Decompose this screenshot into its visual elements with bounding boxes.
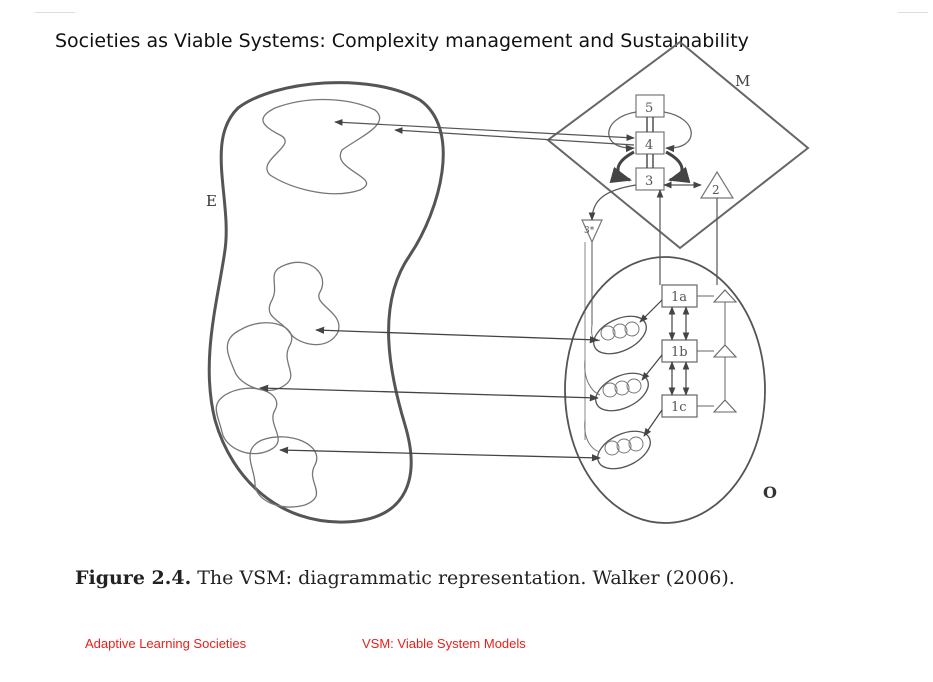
unit-1b-label: 1b [671,345,688,360]
operations-label: O [763,483,777,502]
top-divider-right [898,12,928,13]
operation-ellipse-a [593,315,647,355]
footer-vsm[interactable]: VSM: Viable System Models [362,636,526,651]
env-meta-arrow-1 [334,119,635,141]
system4-label: 4 [645,138,653,153]
env-squiggle-mid1 [268,261,340,346]
operation-ellipse-c [597,430,651,470]
env-squiggle-bottom [249,436,318,508]
regulator-triangle-c [712,399,738,413]
system2-label: 2 [712,183,720,197]
footer-adaptive-learning[interactable]: Adaptive Learning Societies [85,636,247,651]
env-ops-arrow-3 [279,446,601,462]
system4-box [635,131,665,155]
env-ops-arrow-1 [315,326,599,344]
env-squiggle-top [262,98,381,195]
unit-1a-label: 1a [671,290,687,305]
figure-caption: Figure 2.4. The VSM: diagrammatic repres… [75,567,735,589]
figure-number: Figure 2.4. [75,567,192,589]
environment-outline [207,81,445,524]
meta-label: M [735,72,750,90]
system3-label: 3 [645,174,653,189]
env-meta-arrow-2 [394,127,635,146]
system5-label: 5 [645,101,653,116]
system5-box [635,94,665,118]
env-ops-arrow-2 [259,384,599,402]
unit-1c-label: 1c [671,400,687,415]
env-squiggle-mid2 [226,322,293,391]
top-divider-left [35,12,75,13]
operation-ellipse-b [595,372,649,412]
regulator-triangle-b [712,344,738,358]
system3star-label: 3* [584,226,595,236]
figure-text: The VSM: diagrammatic representation. Wa… [197,567,735,589]
env-label: E [206,192,217,210]
metasystem-diamond [546,40,810,250]
env-squiggle-mid3 [215,387,279,455]
slide-title: Societies as Viable Systems: Complexity … [55,30,749,52]
system3-box [635,167,665,191]
